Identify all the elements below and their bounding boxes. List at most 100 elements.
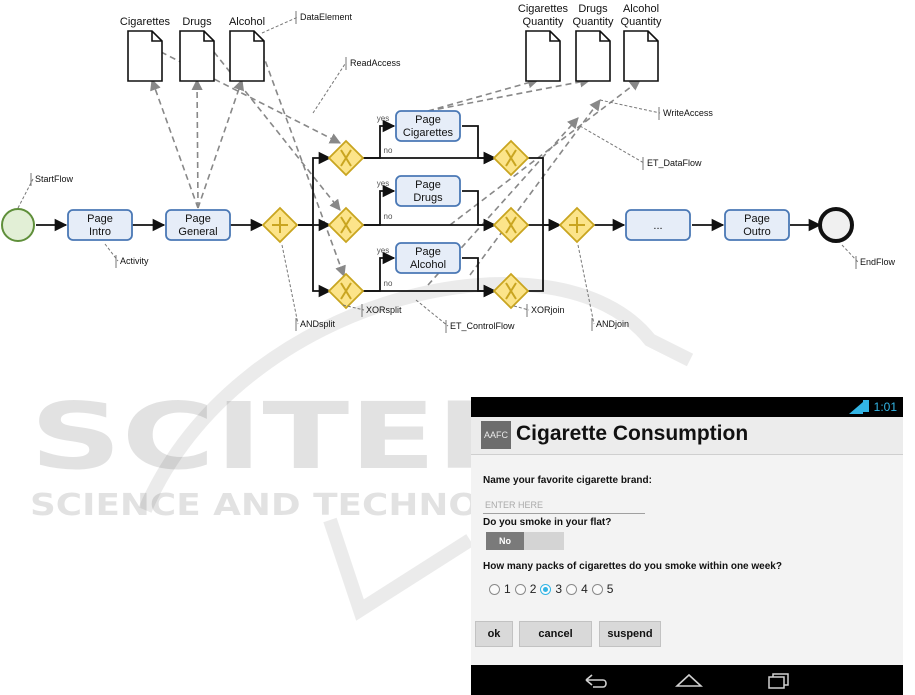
data-element-label: Drugs xyxy=(578,3,608,15)
question-smoke-flat: Do you smoke in your flat? xyxy=(483,517,612,528)
x-icon xyxy=(505,149,517,167)
annotation-connector xyxy=(841,244,859,263)
activity-label: Page xyxy=(87,213,113,225)
annotation-connector xyxy=(312,63,346,114)
data-element-label: Cigarettes xyxy=(518,3,569,15)
annotation-label: XORjoin xyxy=(531,305,565,315)
branch-label-no: no xyxy=(384,212,393,221)
start-event xyxy=(1,208,35,242)
radio-option[interactable]: 1 xyxy=(489,582,511,596)
question-packs-per-week: How many packs of cigarettes do you smok… xyxy=(483,561,782,572)
radio-label: 4 xyxy=(581,582,588,596)
phone-screenshot: 1:01 AAFC Cigarette Consumption Name you… xyxy=(471,397,903,695)
radio-circle[interactable] xyxy=(489,583,500,595)
document-icon xyxy=(179,30,215,82)
activity-label: Intro xyxy=(89,226,111,238)
activity-box xyxy=(395,242,461,274)
suspend-button[interactable]: suspend xyxy=(599,621,661,647)
branch-label-no: no xyxy=(384,146,393,155)
x-icon xyxy=(340,149,352,167)
activity-label: Drugs xyxy=(413,192,443,204)
control-flow-edges xyxy=(36,119,822,298)
data-element-label: Quantity xyxy=(523,16,564,28)
signal-icon xyxy=(849,401,863,414)
activity-label: Page xyxy=(415,246,441,258)
radio-option[interactable]: 3 xyxy=(540,582,562,596)
activity-label: Page xyxy=(744,213,770,225)
activity-label: Cigarettes xyxy=(403,127,454,139)
radio-option[interactable]: 2 xyxy=(514,582,536,596)
annotation-label: DataElement xyxy=(300,12,353,22)
radio-circle[interactable] xyxy=(540,583,552,595)
home-icon[interactable] xyxy=(675,671,703,689)
recent-apps-icon[interactable] xyxy=(766,671,792,689)
page-title: Cigarette Consumption xyxy=(516,422,749,445)
smoke-flat-toggle[interactable]: No xyxy=(486,532,564,550)
activity-box xyxy=(395,110,461,142)
activity-label: Outro xyxy=(743,226,771,238)
activity-box xyxy=(625,209,691,241)
activity-label: ... xyxy=(653,220,662,232)
document-icon xyxy=(623,30,659,82)
status-time: 1:01 xyxy=(873,400,897,414)
brand-input[interactable] xyxy=(483,497,645,514)
annotation-label: XORsplit xyxy=(366,305,402,315)
data-element-label: Alcohol xyxy=(623,3,659,15)
data-element-label: Cigarettes xyxy=(120,16,171,28)
app-logo-icon: AAFC xyxy=(481,421,511,449)
data-flow-edge xyxy=(197,78,245,209)
x-icon xyxy=(505,282,517,300)
annotation-label: EndFlow xyxy=(860,257,896,267)
annotation-connector xyxy=(577,244,595,325)
activity-box xyxy=(67,209,133,241)
status-bar: 1:01 xyxy=(471,397,903,417)
activity-box xyxy=(724,209,790,241)
x-icon xyxy=(505,216,517,234)
data-element-label: Alcohol xyxy=(229,16,265,28)
activity-label: Page xyxy=(185,213,211,225)
plus-icon xyxy=(272,217,288,233)
annotation-connector xyxy=(579,125,645,164)
data-flow-edge xyxy=(427,117,579,286)
data-flow-edge xyxy=(150,78,199,209)
plus-icon xyxy=(569,217,585,233)
x-icon xyxy=(340,282,352,300)
control-flow-edge xyxy=(298,151,332,226)
radio-circle[interactable] xyxy=(514,583,526,595)
radio-circle[interactable] xyxy=(566,583,578,595)
back-icon[interactable] xyxy=(583,671,609,689)
document-icon xyxy=(229,30,265,82)
diagram-nodes xyxy=(1,30,854,310)
ok-button[interactable]: ok xyxy=(475,621,513,647)
radio-option[interactable]: 5 xyxy=(591,582,613,596)
cancel-button[interactable]: cancel xyxy=(519,621,592,647)
activity-label: Page xyxy=(415,114,441,126)
activity-label: General xyxy=(178,226,217,238)
document-icon xyxy=(127,30,163,82)
app-bar: AAFC Cigarette Consumption xyxy=(471,417,903,455)
radio-label: 3 xyxy=(555,582,563,596)
annotation-label: Activity xyxy=(120,256,149,266)
annotation-label: WriteAccess xyxy=(663,108,713,118)
document-icon xyxy=(575,30,611,82)
annotation-connector xyxy=(415,299,449,327)
branch-label-no: no xyxy=(384,279,393,288)
annotation-connector xyxy=(261,16,299,34)
data-flow-edge xyxy=(427,77,540,112)
branch-label-yes: yes xyxy=(377,114,389,123)
radio-circle[interactable] xyxy=(591,583,603,595)
data-flow-edge xyxy=(191,78,203,209)
control-flow-edge xyxy=(462,125,497,165)
radio-option[interactable]: 4 xyxy=(566,582,588,596)
annotation-label: ANDsplit xyxy=(300,319,336,329)
annotation-connector xyxy=(342,304,365,311)
end-event xyxy=(818,207,854,243)
question-brand: Name your favorite cigarette brand: xyxy=(483,475,652,486)
x-icon xyxy=(340,216,352,234)
activity-box xyxy=(395,175,461,207)
radio-label: 1 xyxy=(504,582,511,596)
control-flow-edge xyxy=(462,190,497,232)
data-element-label: Drugs xyxy=(182,16,212,28)
